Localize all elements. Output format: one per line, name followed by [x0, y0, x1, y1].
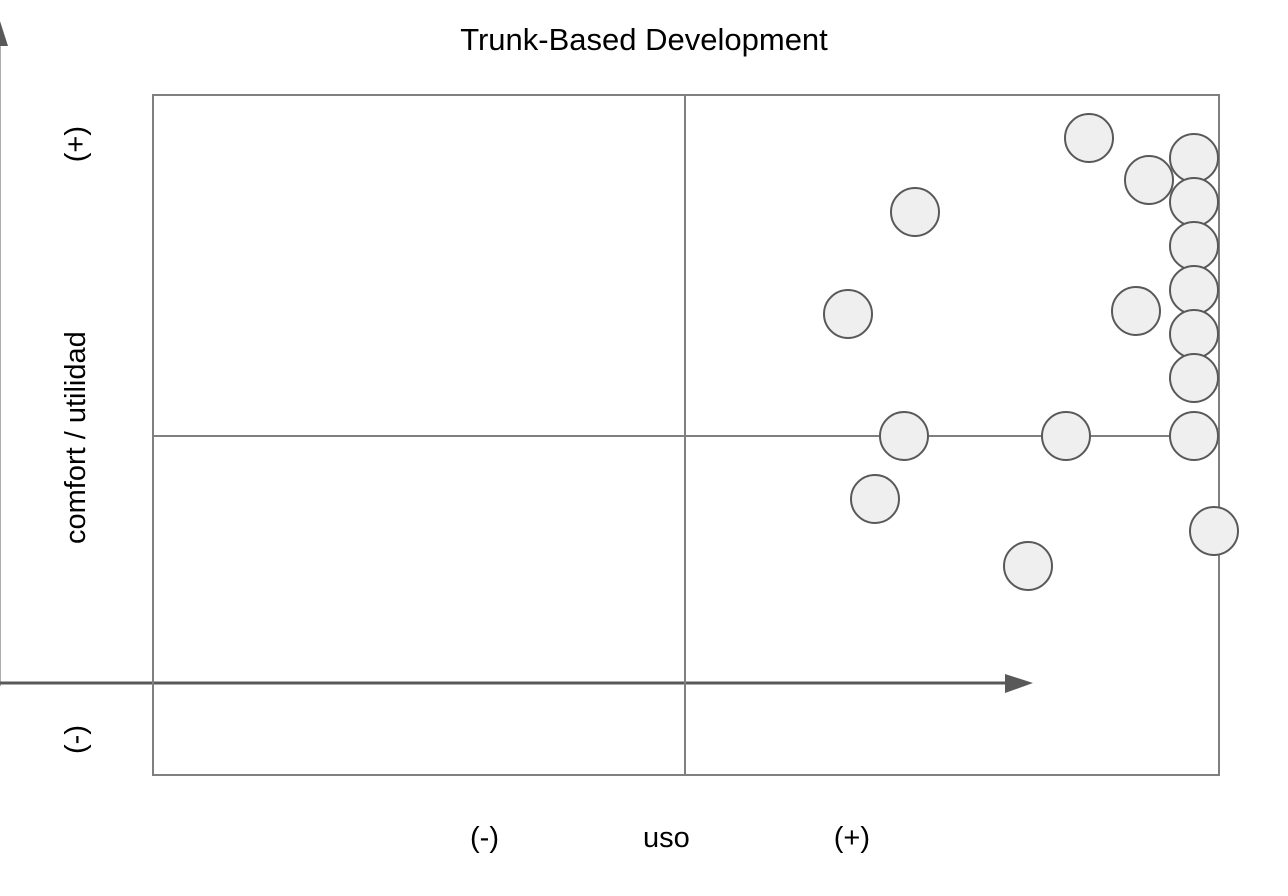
scatter-points-layer — [823, 113, 1239, 591]
scatter-point — [1169, 411, 1219, 461]
scatter-point — [823, 289, 873, 339]
scatter-point — [879, 411, 929, 461]
scatter-point — [1064, 113, 1114, 163]
scatter-point — [1169, 265, 1219, 315]
scatter-point — [1189, 506, 1239, 556]
scatter-point — [850, 474, 900, 524]
scatter-point — [1169, 309, 1219, 359]
plot-area — [152, 94, 1239, 776]
page-title: Trunk-Based Development — [460, 22, 828, 57]
y-axis-arrowhead-icon — [0, 21, 8, 46]
x-axis-arrowhead-icon — [1005, 674, 1033, 693]
x-axis-low-label: (-) — [470, 822, 499, 854]
scatter-point — [1169, 353, 1219, 403]
scatter-point — [890, 187, 940, 237]
scatter-point — [1041, 411, 1091, 461]
scatter-point — [1169, 221, 1219, 271]
x-axis-title: uso — [642, 822, 690, 854]
x-axis-high-label: (+) — [833, 822, 870, 854]
scatter-point — [1169, 133, 1219, 183]
axis-arrows — [0, 21, 1033, 693]
scatter-point — [1003, 541, 1053, 591]
scatter-point — [1169, 177, 1219, 227]
scatter-point — [1111, 286, 1161, 336]
scatter-point — [1124, 155, 1174, 205]
x-axis-label-group: (-) uso (+) — [470, 818, 870, 858]
